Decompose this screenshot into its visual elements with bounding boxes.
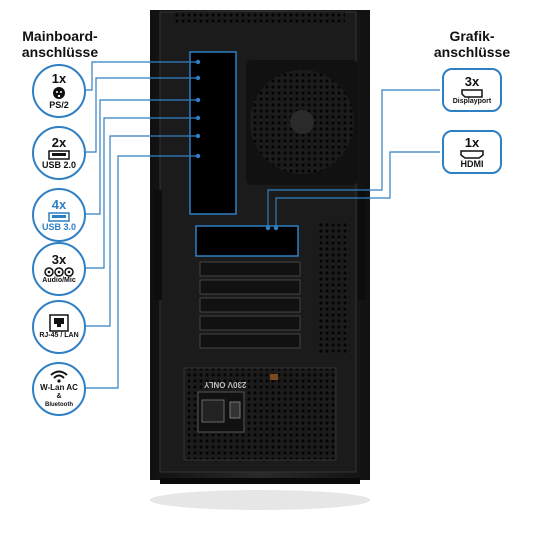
port-badge-usb2: 2x USB 2.0 bbox=[32, 126, 86, 180]
port-count: 3x bbox=[464, 73, 480, 89]
port-label: W-Lan AC bbox=[40, 383, 78, 392]
psu-voltage-label: 230V ONLY bbox=[204, 380, 247, 389]
port-badge-wlan: W-Lan AC & Bluetooth bbox=[32, 362, 86, 416]
port-label: Displayport bbox=[452, 97, 492, 105]
port-badge-hdmi: 1x HDMI bbox=[442, 130, 502, 174]
port-count: 2x bbox=[51, 135, 67, 150]
port-sublabel-2: Bluetooth bbox=[45, 402, 73, 408]
port-badge-usb3: 4x USB 3.0 bbox=[32, 188, 86, 242]
usb3-icon bbox=[48, 212, 70, 222]
port-label: USB 3.0 bbox=[41, 222, 76, 232]
graphics-connector-lines bbox=[267, 89, 440, 228]
port-count: 4x bbox=[51, 197, 67, 212]
ps2-icon bbox=[53, 87, 65, 99]
port-count: 1x bbox=[51, 71, 67, 86]
port-label: Audio/Mic bbox=[42, 277, 76, 284]
port-sublabel: & bbox=[56, 393, 62, 400]
audio-jack-icon bbox=[44, 267, 74, 277]
gpu-io-panel bbox=[195, 225, 299, 257]
port-badge-displayport: 3x Displayport bbox=[442, 68, 502, 112]
usb-icon bbox=[48, 150, 70, 160]
port-badge-audio: 3x Audio/Mic bbox=[32, 242, 86, 296]
wifi-icon bbox=[50, 370, 68, 383]
displayport-icon bbox=[461, 88, 483, 98]
port-badge-ps2: 1x PS/2 bbox=[32, 64, 86, 118]
graphics-heading: Grafik- anschlüsse bbox=[433, 28, 511, 60]
mainboard-heading: Mainboard- anschlüsse bbox=[21, 28, 99, 60]
ethernet-icon bbox=[49, 314, 69, 332]
port-label: HDMI bbox=[460, 158, 484, 169]
port-label: RJ-45 / LAN bbox=[39, 332, 79, 339]
port-label: USB 2.0 bbox=[41, 160, 76, 170]
mainboard-connector-lines bbox=[86, 61, 198, 389]
port-count: 3x bbox=[51, 252, 67, 267]
port-label: PS/2 bbox=[49, 100, 69, 110]
port-badge-lan: RJ-45 / LAN bbox=[32, 300, 86, 354]
hdmi-icon bbox=[460, 149, 484, 159]
port-count: 1x bbox=[464, 134, 480, 150]
